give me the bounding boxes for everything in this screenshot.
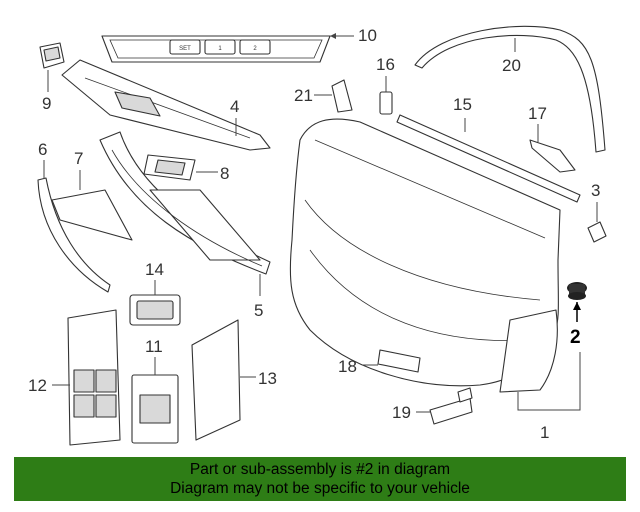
notice-banner: Part or sub-assembly is #2 in diagram Di…: [14, 457, 626, 501]
part-18-reflector: [362, 349, 421, 373]
part-17-bracket: [529, 124, 576, 173]
memory-2-label: 2: [253, 46, 257, 52]
parts-diagram: SET 1 2 10 9 4 21 16 20 15: [28, 25, 607, 446]
set-button: [169, 39, 201, 55]
callout-20: 20: [502, 56, 521, 75]
part-14-handle-bezel: [129, 280, 181, 326]
part-21-tweeter-cover: [314, 79, 353, 113]
part-6-trim: [37, 160, 111, 293]
callout-9: 9: [42, 94, 51, 113]
part-2-clip: [567, 282, 587, 322]
part-20-frame-trim: [414, 25, 606, 153]
part-5-armrest-trim: [99, 131, 271, 296]
memory-1-button: [204, 39, 236, 55]
callout-15: 15: [453, 95, 472, 114]
callout-1: 1: [540, 423, 549, 442]
part-19-bracket: [416, 387, 473, 425]
banner-line-1: Part or sub-assembly is #2 in diagram: [189, 461, 451, 478]
callout-11: 11: [145, 337, 163, 356]
memory-2-button: [239, 39, 271, 55]
part-10-memory-switch: SET 1 2: [101, 33, 354, 63]
callout-18: 18: [338, 357, 357, 376]
part-15-belt-molding: [396, 114, 581, 203]
part-9-switch: [39, 42, 65, 92]
set-label: SET: [179, 46, 191, 52]
banner-line-2: Diagram may not be specific to your vehi…: [170, 480, 470, 497]
part-13-switch-cover: [191, 319, 256, 441]
part-16-clip: [379, 76, 393, 115]
callout-2: 2: [570, 327, 581, 348]
callout-12: 12: [28, 376, 47, 395]
part-8-switch-bezel: [143, 154, 218, 181]
callout-10: 10: [358, 26, 377, 45]
callout-21: 21: [294, 86, 313, 105]
part-1-door-trim-panel: [289, 118, 581, 411]
memory-1-label: 1: [218, 46, 222, 52]
part-4-trim-strip: [61, 59, 271, 151]
part-12-window-switch-panel: [52, 309, 121, 446]
part-11-single-switch: [131, 357, 179, 444]
part-3-clip: [587, 202, 607, 243]
callout-14: 14: [145, 260, 164, 279]
callout-16: 16: [376, 55, 395, 74]
callout-6: 6: [38, 140, 47, 159]
callout-5: 5: [254, 301, 263, 320]
callout-7: 7: [74, 149, 83, 168]
callout-13: 13: [258, 369, 277, 388]
callout-8: 8: [220, 164, 229, 183]
callout-17: 17: [528, 104, 547, 123]
callout-19: 19: [392, 403, 411, 422]
callout-3: 3: [591, 181, 600, 200]
callout-4: 4: [230, 97, 239, 116]
part-7-cover: [51, 170, 133, 241]
